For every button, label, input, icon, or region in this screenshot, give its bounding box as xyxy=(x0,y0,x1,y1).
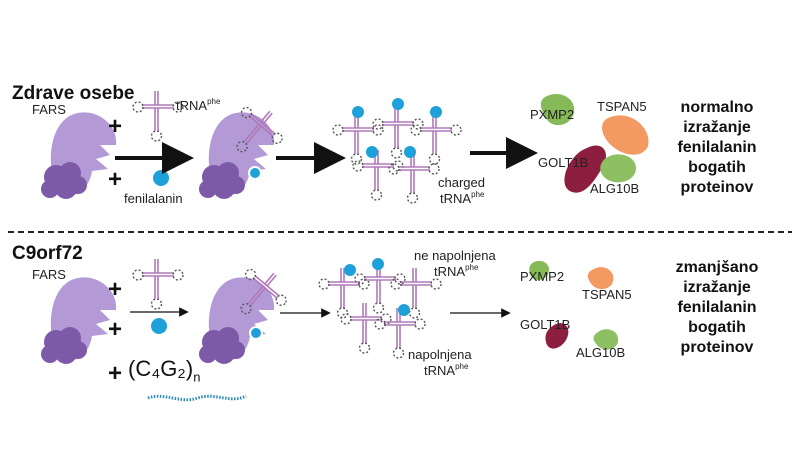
fars-label-top: FARS xyxy=(32,102,66,117)
protein-blobs-bottom xyxy=(529,260,619,350)
protein-label-alg10b-top: ALG10B xyxy=(590,181,640,196)
trna-bottom xyxy=(132,258,184,310)
protein-label-golt1b-top: GOLT1B xyxy=(538,155,589,170)
fars-trna-complex-top xyxy=(199,96,293,199)
protein-blobs-top xyxy=(540,93,649,193)
charged-label-top: charged xyxy=(438,175,485,190)
fars-enzyme-bottom xyxy=(41,277,117,364)
result-text-bottom: zmanjšano izražanje fenilalanin bogatih … xyxy=(662,258,772,358)
uncharged-trna-label: tRNAphe xyxy=(434,263,479,279)
protein-label-tspan5-top: TSPAN5 xyxy=(597,99,647,114)
result-line: izražanje xyxy=(683,279,751,296)
phenylalanine-molecule-top xyxy=(153,170,169,186)
protein-label-pxmp2-top: PXMP2 xyxy=(530,107,575,122)
result-line: proteinov xyxy=(680,339,754,356)
protein-label-alg10b-bottom: ALG10B xyxy=(576,345,626,360)
plus-sign-bottom-3: + xyxy=(108,360,123,387)
repeat-rna-strand xyxy=(147,394,247,402)
trna-label-top: tRNAphe xyxy=(176,97,221,113)
charged-trna-cluster-top xyxy=(332,98,462,204)
fars-label-bottom: FARS xyxy=(32,267,66,282)
result-line: normalno xyxy=(680,99,754,116)
result-text-top: normalno izražanje fenilalanin bogatih p… xyxy=(662,98,772,198)
charged-trna-label-bottom: tRNAphe xyxy=(424,362,469,378)
result-line: zmanjšano xyxy=(675,259,759,276)
plus-sign-top-1: + xyxy=(108,113,123,140)
trna-cluster-bottom xyxy=(318,258,442,359)
fars-trna-complex-bottom xyxy=(199,258,297,364)
plus-sign-bottom-1: + xyxy=(108,276,123,303)
result-line: fenilalanin xyxy=(677,299,757,316)
protein-label-pxmp2-bottom: PXMP2 xyxy=(520,269,565,284)
healthy-section-title: Zdrave osebe xyxy=(12,83,135,104)
phenylalanine-molecule-bottom xyxy=(151,318,167,334)
charged-trna-label-top: tRNAphe xyxy=(440,190,485,206)
result-line: bogatih xyxy=(688,159,746,176)
result-line: fenilalanin xyxy=(677,139,757,156)
plus-sign-top-2: + xyxy=(108,166,123,193)
charged-label-bottom: napolnjena xyxy=(408,347,472,362)
repeat-expansion-label: (C₄G₂)n xyxy=(128,356,201,385)
uncharged-label: ne napolnjena xyxy=(414,248,496,263)
result-line: izražanje xyxy=(683,119,751,136)
protein-label-tspan5-bottom: TSPAN5 xyxy=(582,287,632,302)
phenylalanine-label-top: fenilalanin xyxy=(124,191,183,206)
plus-sign-bottom-2: + xyxy=(108,316,123,343)
c9orf72-section-title: C9orf72 xyxy=(12,243,83,264)
result-line: proteinov xyxy=(680,179,754,196)
fars-enzyme-top xyxy=(41,112,117,199)
protein-label-golt1b-bottom: GOLT1B xyxy=(520,317,571,332)
result-line: bogatih xyxy=(688,319,746,336)
